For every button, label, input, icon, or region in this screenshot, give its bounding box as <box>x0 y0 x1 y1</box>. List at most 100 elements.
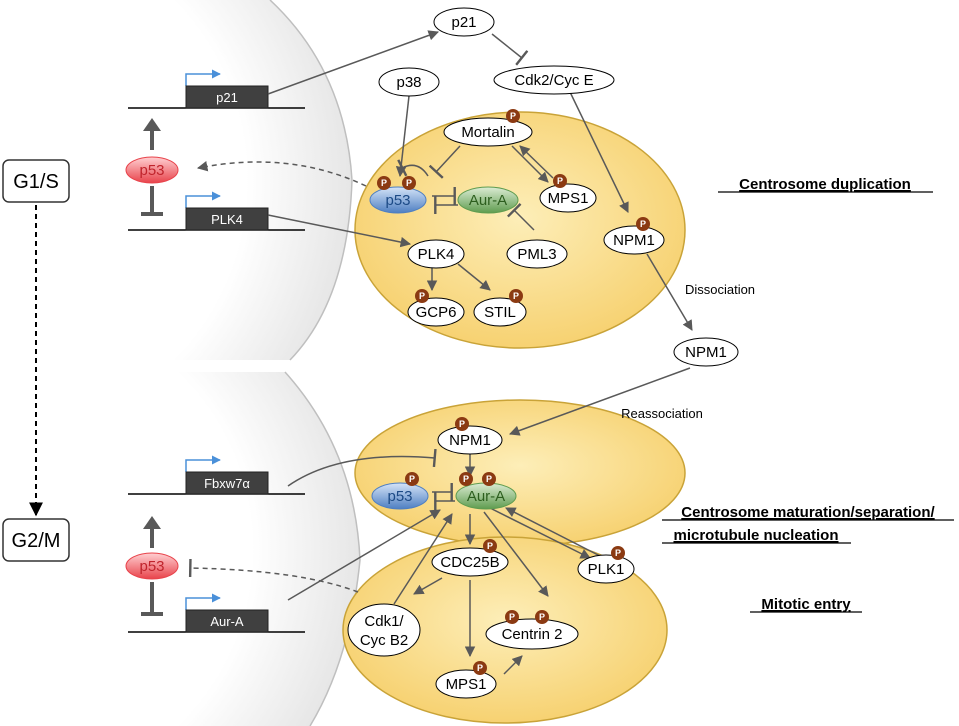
gene-p21: p21 <box>128 69 305 109</box>
svg-text:p21: p21 <box>451 14 476 31</box>
svg-text:Aur-A: Aur-A <box>469 192 507 209</box>
svg-text:GCP6: GCP6 <box>416 304 457 321</box>
svg-text:P: P <box>615 548 621 558</box>
node-mps1-centrosome3: MPS1 <box>435 669 497 699</box>
centrosome-2 <box>354 399 686 547</box>
section-maturation-line2: microtubule nucleation <box>673 527 838 544</box>
svg-text:Cdk2/Cyc E: Cdk2/Cyc E <box>514 72 593 89</box>
p53-top-label: p53 <box>139 162 164 179</box>
gene-plk4-label: PLK4 <box>211 212 243 227</box>
node-mps1-centrosome1: MPS1 <box>539 183 597 213</box>
svg-text:p53: p53 <box>387 488 412 505</box>
gene-aura-label: Aur-A <box>210 614 244 629</box>
section-mitotic-entry: Mitotic entry <box>761 596 851 613</box>
p53-bottom-label: p53 <box>139 558 164 575</box>
phospho-badge: P <box>415 289 429 303</box>
gene-aura: Aur-A <box>128 593 305 633</box>
svg-text:Mortalin: Mortalin <box>461 124 514 141</box>
svg-text:P: P <box>557 176 563 186</box>
node-p53-centrosome1: p53 <box>369 186 427 214</box>
phospho-badge: P <box>405 472 419 486</box>
svg-text:P: P <box>477 663 483 673</box>
svg-text:MPS1: MPS1 <box>446 676 487 693</box>
node-stil: STIL <box>473 297 527 327</box>
phospho-badge: P <box>636 217 650 231</box>
svg-text:PLK4: PLK4 <box>418 246 455 263</box>
svg-text:STIL: STIL <box>484 304 516 321</box>
edge-reassociation-label: Reassociation <box>621 406 703 421</box>
svg-text:PLK1: PLK1 <box>588 561 625 578</box>
edges-top <box>196 30 693 436</box>
phospho-badge: P <box>482 472 496 486</box>
svg-text:NPM1: NPM1 <box>685 344 727 361</box>
section-duplication: Centrosome duplication <box>739 176 911 193</box>
node-centrin2: Centrin 2 <box>485 618 579 650</box>
svg-text:P: P <box>419 291 425 301</box>
svg-text:P: P <box>539 612 545 622</box>
svg-text:P: P <box>487 541 493 551</box>
gene-fbxw7a-label: Fbxw7α <box>204 476 250 491</box>
svg-text:p38: p38 <box>396 74 421 91</box>
section-maturation-line1: Centrosome maturation/separation/ <box>681 504 935 521</box>
gene-p21-label: p21 <box>216 90 238 105</box>
phospho-badge: P <box>509 289 523 303</box>
phospho-badge: P <box>473 661 487 675</box>
svg-text:P: P <box>381 178 387 188</box>
node-aura-centrosome1: Aur-A <box>457 186 519 214</box>
svg-text:NPM1: NPM1 <box>449 432 491 449</box>
node-p38: p38 <box>378 67 440 97</box>
svg-text:Cdk1/: Cdk1/ <box>364 613 404 630</box>
phase-g2m-box: G2/M <box>2 518 70 562</box>
svg-text:P: P <box>463 474 469 484</box>
svg-text:P: P <box>409 474 415 484</box>
phospho-badge: P <box>505 610 519 624</box>
node-plk4-centrosome1: PLK4 <box>407 239 465 269</box>
phospho-badge: P <box>483 539 497 553</box>
phospho-badge: P <box>611 546 625 560</box>
svg-text:p53: p53 <box>385 192 410 209</box>
svg-text:P: P <box>640 219 646 229</box>
phospho-badge: P <box>535 610 549 624</box>
phospho-badge: P <box>506 109 520 123</box>
node-npm1-free: NPM1 <box>673 337 739 367</box>
phospho-badge: P <box>459 472 473 486</box>
node-pml3: PML3 <box>506 239 568 269</box>
node-p21-protein: p21 <box>433 7 495 37</box>
node-cdk2-cyce: Cdk2/Cyc E <box>493 65 615 95</box>
nucleus-bottom <box>0 372 360 726</box>
nucleus-top-membrane <box>269 0 353 361</box>
nucleus-bottom-membrane <box>284 371 361 726</box>
svg-text:Aur-A: Aur-A <box>467 488 505 505</box>
edge-dissociation-label: Dissociation <box>685 282 755 297</box>
svg-text:Cyc B2: Cyc B2 <box>360 632 408 649</box>
node-plk1: PLK1 <box>577 554 635 584</box>
svg-text:MPS1: MPS1 <box>548 190 589 207</box>
svg-text:P: P <box>509 612 515 622</box>
node-cdk1-cycb2: Cdk1/ Cyc B2 <box>347 603 421 657</box>
p53-bottom-node <box>125 552 179 580</box>
phospho-badge: P <box>377 176 391 190</box>
p53-top-node <box>125 156 179 184</box>
phospho-badge: P <box>553 174 567 188</box>
svg-text:CDC25B: CDC25B <box>440 554 499 571</box>
node-aura-centrosome2: Aur-A <box>455 482 517 510</box>
node-cdc25b: CDC25B <box>431 547 509 577</box>
svg-text:P: P <box>486 474 492 484</box>
gene-fbxw7a: Fbxw7α <box>128 455 305 495</box>
node-gcp6: GCP6 <box>407 297 465 327</box>
node-p53-centrosome2: p53 <box>371 482 429 510</box>
node-npm1-centrosome2: NPM1 <box>437 425 503 455</box>
phase-g2m-label: G2/M <box>12 530 61 552</box>
edges-bottom <box>188 448 601 675</box>
phospho-badge: P <box>455 417 469 431</box>
svg-text:PML3: PML3 <box>517 246 556 263</box>
svg-text:NPM1: NPM1 <box>613 232 655 249</box>
svg-text:P: P <box>513 291 519 301</box>
node-npm1-centrosome1: NPM1 <box>603 225 665 255</box>
gene-plk4: PLK4 <box>128 191 305 231</box>
phase-g1s-box: G1/S <box>2 159 70 203</box>
node-mortalin: Mortalin <box>443 117 533 147</box>
